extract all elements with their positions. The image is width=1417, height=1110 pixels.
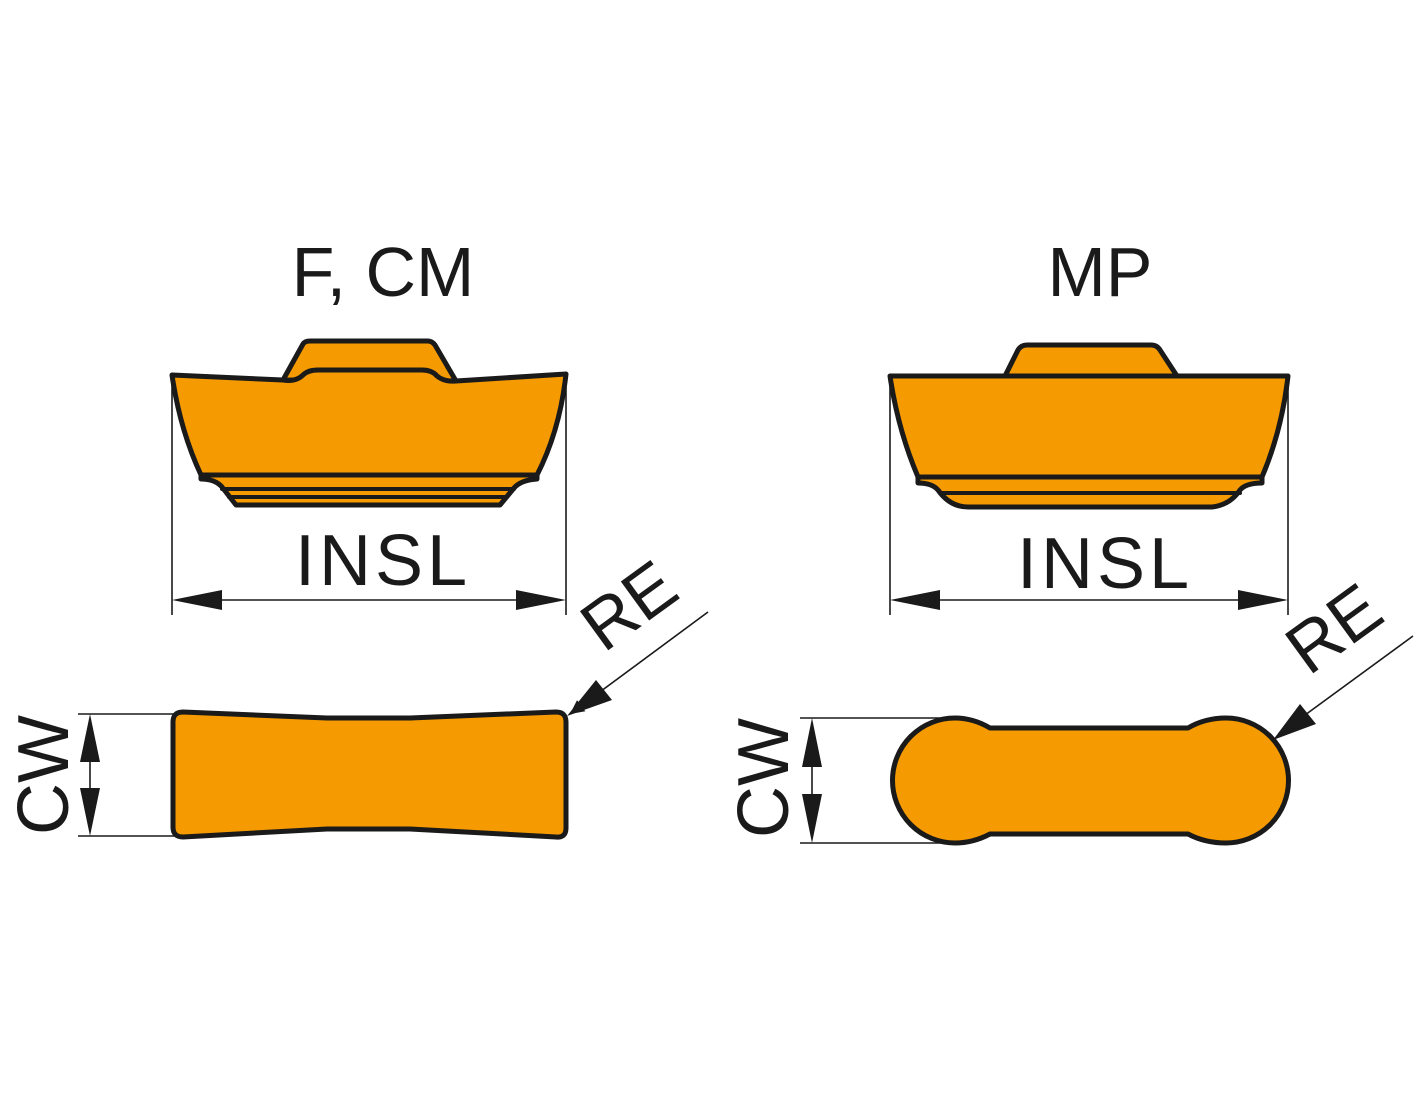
left-top-view-insert xyxy=(169,338,569,508)
arrow-up-icon xyxy=(80,714,100,762)
right-top-view-insert xyxy=(887,342,1291,510)
left-re-dimension: RE xyxy=(567,545,709,716)
right-end-view-insert xyxy=(890,715,1291,846)
dimension-line xyxy=(1289,635,1414,727)
arrow-up-icon xyxy=(802,718,822,767)
right-cw-dimension: CW xyxy=(724,717,955,844)
left-title: F, CM xyxy=(292,233,475,311)
left-end-view-insert xyxy=(170,709,569,840)
insert-outline xyxy=(887,373,1291,480)
arrow-right-icon xyxy=(516,590,566,610)
insert-outline xyxy=(169,367,569,478)
right-insl-label: INSL xyxy=(1017,524,1193,604)
insert-outline xyxy=(170,709,569,840)
left-insl-dimension: INSL xyxy=(171,378,567,615)
arrow-right-icon xyxy=(1238,590,1288,610)
right-insl-dimension: INSL xyxy=(889,380,1289,615)
arrow-down-icon xyxy=(80,788,100,836)
left-insert-group: F, CM INSL RE xyxy=(4,233,709,840)
left-re-label: RE xyxy=(567,545,692,665)
right-re-label: RE xyxy=(1272,568,1397,688)
re-arrow-icon xyxy=(567,680,612,716)
arrow-left-icon xyxy=(890,590,940,610)
right-re-dimension: RE xyxy=(1272,568,1414,740)
insert-outline xyxy=(890,715,1291,846)
arrow-down-icon xyxy=(802,794,822,843)
arrow-left-icon xyxy=(172,590,222,610)
left-cw-label: CW xyxy=(4,715,84,835)
right-insert-group: MP INSL RE CW xyxy=(724,233,1414,846)
insert-outline xyxy=(1002,342,1180,379)
right-title: MP xyxy=(1048,233,1153,311)
left-cw-dimension: CW xyxy=(4,713,178,837)
re-arrow-icon xyxy=(1273,704,1316,740)
right-cw-label: CW xyxy=(724,718,804,838)
left-insl-label: INSL xyxy=(295,521,471,601)
